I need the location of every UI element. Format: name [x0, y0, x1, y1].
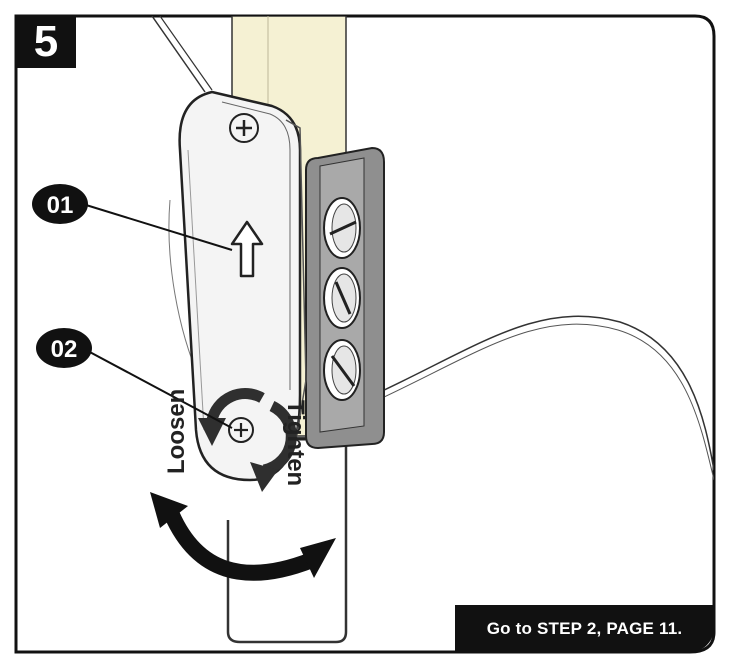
rod-line — [151, 16, 206, 93]
step-number-badge: 5 — [16, 16, 76, 68]
callout-01-leader — [85, 204, 233, 251]
tighten-arrow-icon — [250, 401, 297, 492]
callout-01: 01 — [32, 184, 88, 224]
clip-screw-3 — [323, 339, 361, 401]
callout-02: 02 — [36, 328, 92, 368]
gray-clip — [305, 146, 385, 450]
cable-curve — [379, 315, 714, 471]
up-arrow-icon — [230, 220, 264, 278]
callout-01-label: 01 — [47, 192, 74, 219]
callout-02-leader — [85, 349, 233, 429]
clip-screw-1 — [323, 197, 361, 259]
loosen-arrow-icon — [198, 388, 265, 446]
adjust-screw — [228, 417, 254, 443]
rotate-double-arrow-icon — [150, 492, 336, 581]
loosen-label: Loosen — [163, 389, 190, 474]
cable-curve-inner — [381, 323, 714, 481]
rod-line-inner — [159, 16, 213, 91]
next-step-note: Go to STEP 2, PAGE 11. — [455, 605, 714, 652]
tighten-label: Tighten — [282, 400, 309, 486]
clip-screw-2 — [323, 267, 361, 329]
callout-02-label: 02 — [51, 336, 78, 363]
wire-loop — [226, 430, 348, 644]
phillips-screw-icon — [229, 113, 259, 143]
mounting-plate — [178, 90, 307, 482]
